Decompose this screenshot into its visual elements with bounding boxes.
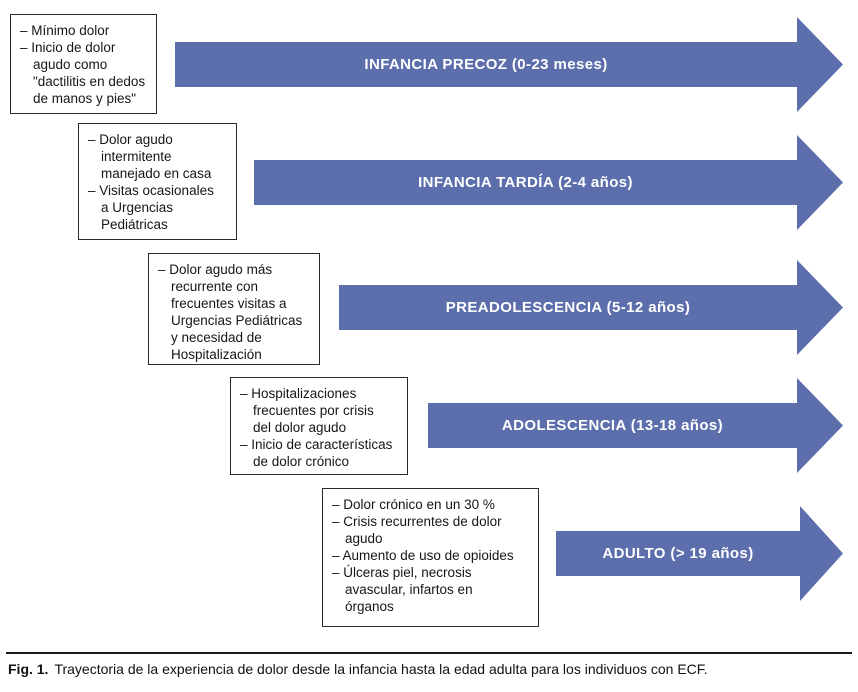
right-arrow-polygon [175, 17, 843, 112]
symptom-bullet: Dolor agudo más recurrente con frecuente… [158, 261, 311, 363]
symptom-bullet: Dolor crónico en un 30 % [332, 496, 530, 513]
right-arrow-shape [339, 260, 843, 355]
symptom-box-adulto: Dolor crónico en un 30 % Crisis recurren… [322, 488, 539, 627]
right-arrow-polygon [428, 378, 843, 473]
stage-arrow-label: PREADOLESCENCIA (5-12 años) [445, 299, 691, 316]
stage-arrow-label: ADULTO (> 19 años) [602, 545, 754, 562]
symptom-box-infancia-precoz: Mínimo dolor Inicio de dolor agudo como … [10, 14, 157, 114]
right-arrow-polygon [556, 506, 843, 601]
symptom-bullet: Úlceras piel, necrosis avascular, infart… [332, 564, 530, 615]
figure-caption-text: Trayectoria de la experiencia de dolor d… [54, 661, 708, 677]
stage-arrow-infancia-precoz: INFANCIA PRECOZ (0-23 meses) [175, 17, 843, 112]
right-arrow-polygon [339, 260, 843, 355]
symptom-bullet: Mínimo dolor [20, 22, 148, 39]
stage-arrow-label: INFANCIA TARDÍA (2-4 años) [418, 174, 633, 191]
caption-divider [6, 652, 852, 654]
figure-caption: Fig. 1. Trayectoria de la experiencia de … [8, 661, 850, 677]
right-arrow-shape [175, 17, 843, 112]
right-arrow-shape [254, 135, 843, 230]
symptom-bullet: Inicio de características de dolor cróni… [240, 436, 399, 470]
stage-arrow-adulto: ADULTO (> 19 años) [556, 506, 843, 601]
symptom-bullet: Crisis recurrentes de dolor agudo [332, 513, 530, 547]
symptom-bullet: Visitas ocasionales a Urgencias Pediátri… [88, 182, 228, 233]
right-arrow-polygon [254, 135, 843, 230]
symptom-bullet: Aumento de uso de opioides [332, 547, 530, 564]
stage-arrow-preadolescencia: PREADOLESCENCIA (5-12 años) [339, 260, 843, 355]
symptom-bullet: Inicio de dolor agudo como "dactilitis e… [20, 39, 148, 107]
symptom-box-preadolescencia: Dolor agudo más recurrente con frecuente… [148, 253, 320, 365]
figure-caption-label: Fig. 1. [8, 661, 49, 677]
right-arrow-shape [428, 378, 843, 473]
symptom-bullet: Hospitalizaciones frecuentes por crisis … [240, 385, 399, 436]
stage-arrow-label: INFANCIA PRECOZ (0-23 meses) [364, 56, 608, 73]
stage-arrow-infancia-tardia: INFANCIA TARDÍA (2-4 años) [254, 135, 843, 230]
symptom-bullet: Dolor agudo intermitente manejado en cas… [88, 131, 228, 182]
symptom-box-infancia-tardia: Dolor agudo intermitente manejado en cas… [78, 123, 237, 240]
stage-arrow-adolescencia: ADOLESCENCIA (13-18 años) [428, 378, 843, 473]
right-arrow-shape [556, 506, 843, 601]
symptom-box-adolescencia: Hospitalizaciones frecuentes por crisis … [230, 377, 408, 475]
stage-arrow-label: ADOLESCENCIA (13-18 años) [501, 417, 724, 434]
